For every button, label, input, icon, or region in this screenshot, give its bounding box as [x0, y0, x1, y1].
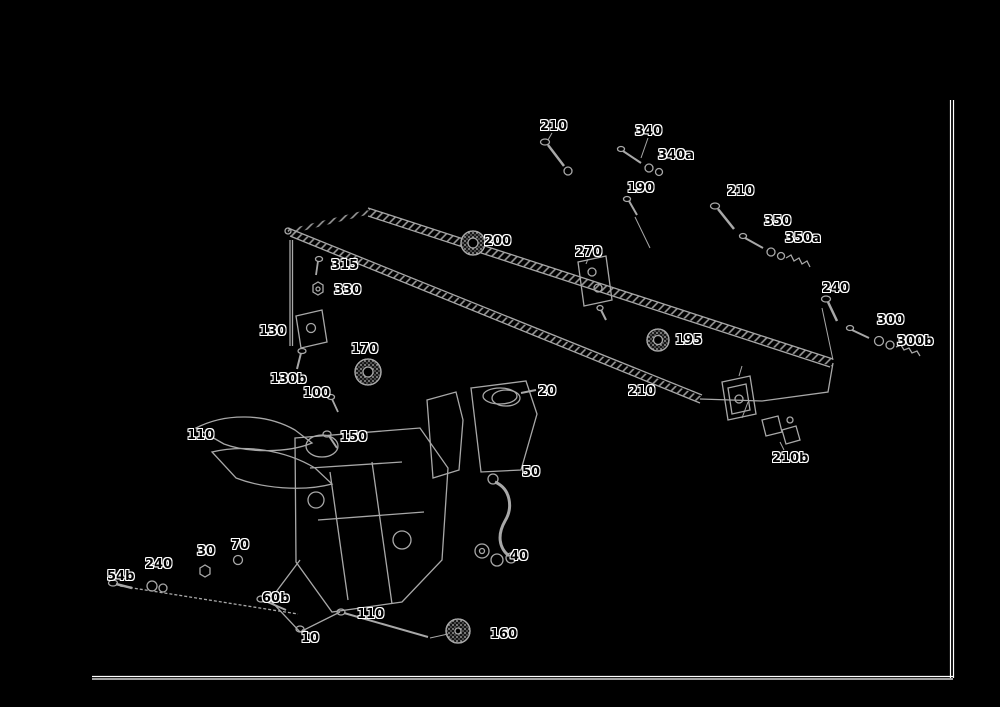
part-label-110: 110 — [357, 607, 385, 622]
part-label-240: 240 — [822, 281, 850, 296]
part-label-150: 150 — [340, 430, 368, 445]
axle-carrier-assembly — [196, 381, 537, 632]
page-edge-lines — [92, 100, 954, 679]
part-label-240: 240 — [145, 557, 173, 572]
crossmember-beam — [285, 208, 833, 403]
part-label-195: 195 — [675, 333, 703, 348]
part-label-70: 70 — [231, 538, 250, 553]
part-label-20: 20 — [538, 384, 557, 399]
part-label-10: 10 — [301, 631, 320, 646]
part-label-350a: 350a — [785, 231, 821, 246]
part-label-30: 30 — [197, 544, 216, 559]
part-label-170: 170 — [351, 342, 379, 357]
part-label-40: 40 — [510, 549, 529, 564]
part-label-330: 330 — [334, 283, 362, 298]
part-label-315: 315 — [331, 258, 359, 273]
part-label-270: 270 — [575, 245, 603, 260]
part-label-210: 210 — [540, 119, 568, 134]
part-label-130b: 130b — [270, 372, 307, 387]
part-label-100: 100 — [303, 386, 331, 401]
part-label-60b: 60b — [262, 591, 290, 606]
left-mounting-hardware — [296, 257, 381, 449]
part-label-50: 50 — [522, 465, 541, 480]
part-label-130: 130 — [259, 324, 287, 339]
part-label-300: 300 — [877, 313, 905, 328]
lower-mounting-hardware — [109, 556, 471, 644]
part-label-350: 350 — [764, 214, 792, 229]
part-label-54b: 54b — [107, 569, 135, 584]
part-label-210: 210 — [628, 384, 656, 399]
right-mounting-hardware — [722, 296, 920, 450]
part-label-210b: 210b — [772, 451, 809, 466]
part-label-200: 200 — [484, 234, 512, 249]
upper-mounting-hardware — [461, 133, 810, 351]
part-label-160: 160 — [490, 627, 518, 642]
part-label-300b: 300b — [897, 334, 934, 349]
part-label-340: 340 — [635, 124, 663, 139]
part-label-210: 210 — [727, 184, 755, 199]
part-label-340a: 340a — [658, 148, 694, 163]
part-label-110: 110 — [187, 428, 215, 443]
part-label-190: 190 — [627, 181, 655, 196]
